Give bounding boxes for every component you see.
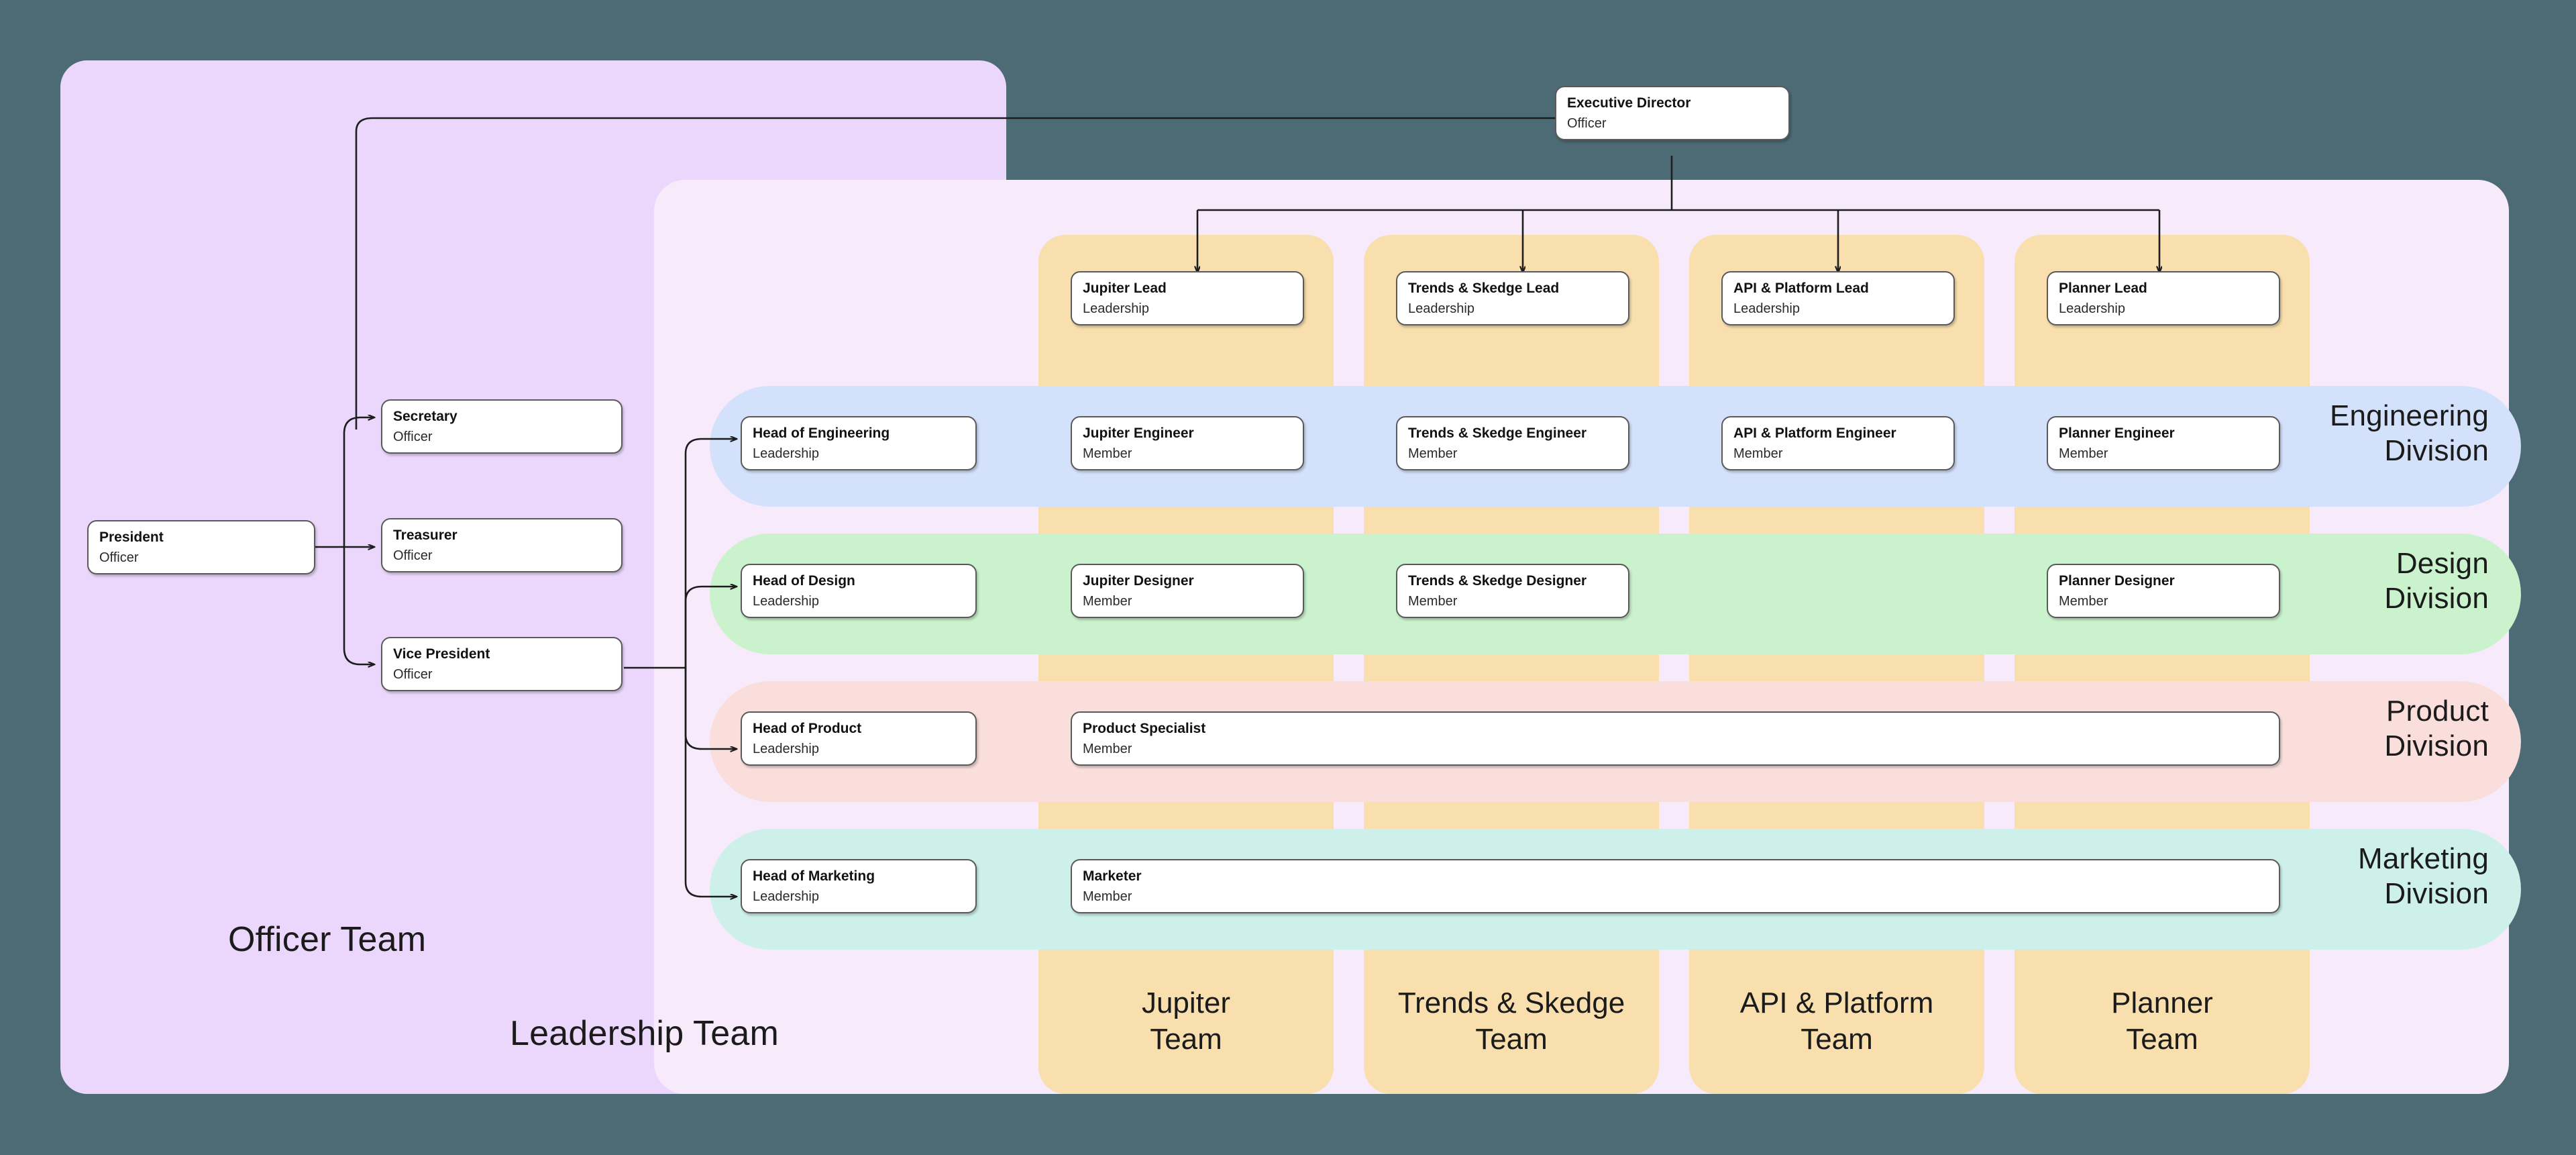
node-role: Leadership (1408, 301, 1474, 316)
node-role: Leadership (753, 741, 819, 756)
node-title: Planner Engineer (2059, 425, 2175, 441)
division-label-line2: Division (2384, 434, 2489, 467)
node-title: Product Specialist (1083, 721, 1206, 736)
node-jupiter-lead[interactable]: Jupiter Lead Leadership (1071, 271, 1304, 325)
team-column-planner (2015, 235, 2310, 1094)
node-role: Member (1083, 446, 1132, 461)
node-role: Officer (1567, 115, 1607, 131)
division-label-line2: Division (2384, 876, 2489, 910)
node-trends-skedge-engineer[interactable]: Trends & Skedge Engineer Member (1396, 416, 1629, 470)
division-label-line1: Design (2396, 547, 2489, 580)
team-label-api-platform: API & Platform Team (1689, 985, 1984, 1057)
team-label-line1: API & Platform (1739, 987, 1934, 1019)
node-title: Head of Engineering (753, 425, 890, 441)
team-label-line2: Team (1150, 1022, 1222, 1056)
leadership-team-label: Leadership Team (510, 1014, 779, 1053)
node-head-of-marketing[interactable]: Head of Marketing Leadership (741, 859, 977, 913)
team-label-jupiter: Jupiter Team (1038, 985, 1334, 1057)
node-title: President (99, 530, 164, 545)
node-title: Marketer (1083, 868, 1142, 884)
team-label-line2: Team (1801, 1022, 1873, 1056)
node-title: Head of Product (753, 721, 862, 736)
node-title: API & Platform Engineer (1733, 425, 1896, 441)
node-role: Leadership (753, 889, 819, 904)
node-title: Head of Design (753, 573, 855, 589)
node-title: Trends & Skedge Lead (1408, 281, 1560, 296)
node-role: Leadership (753, 593, 819, 609)
node-title: Secretary (393, 409, 458, 424)
node-title: Executive Director (1567, 95, 1691, 111)
node-head-of-product[interactable]: Head of Product Leadership (741, 711, 977, 766)
division-label-line1: Marketing (2358, 842, 2489, 875)
node-title: Trends & Skedge Designer (1408, 573, 1587, 589)
node-api-platform-lead[interactable]: API & Platform Lead Leadership (1721, 271, 1955, 325)
node-trends-skedge-designer[interactable]: Trends & Skedge Designer Member (1396, 564, 1629, 618)
node-jupiter-engineer[interactable]: Jupiter Engineer Member (1071, 416, 1304, 470)
team-label-line2: Team (2126, 1022, 2198, 1056)
team-label-planner: Planner Team (2015, 985, 2310, 1057)
node-planner-lead[interactable]: Planner Lead Leadership (2047, 271, 2280, 325)
node-role: Officer (393, 429, 433, 444)
team-label-line1: Planner (2111, 987, 2213, 1019)
team-label-line2: Team (1475, 1022, 1548, 1056)
team-label-line1: Trends & Skedge (1397, 987, 1625, 1019)
node-marketer[interactable]: Marketer Member (1071, 859, 2280, 913)
node-role: Member (2059, 593, 2108, 609)
node-jupiter-designer[interactable]: Jupiter Designer Member (1071, 564, 1304, 618)
node-role: Member (1083, 741, 1132, 756)
node-product-specialist[interactable]: Product Specialist Member (1071, 711, 2280, 766)
node-role: Officer (393, 666, 433, 682)
node-role: Member (1083, 889, 1132, 904)
node-title: Jupiter Engineer (1083, 425, 1194, 441)
node-planner-engineer[interactable]: Planner Engineer Member (2047, 416, 2280, 470)
node-executive-director[interactable]: Executive Director Officer (1555, 86, 1790, 140)
team-label-line1: Jupiter (1141, 987, 1231, 1019)
node-api-platform-engineer[interactable]: API & Platform Engineer Member (1721, 416, 1955, 470)
node-title: Planner Designer (2059, 573, 2175, 589)
node-role: Member (1083, 593, 1132, 609)
division-label-design: Design Division (2133, 546, 2489, 616)
node-title: Trends & Skedge Engineer (1408, 425, 1587, 441)
officer-team-label: Officer Team (228, 920, 427, 959)
node-head-of-engineering[interactable]: Head of Engineering Leadership (741, 416, 977, 470)
node-title: Treasurer (393, 528, 458, 543)
node-role: Member (1408, 446, 1458, 461)
node-role: Officer (99, 550, 139, 565)
team-column-api-platform (1689, 235, 1984, 1094)
node-role: Member (1408, 593, 1458, 609)
node-role: Leadership (753, 446, 819, 461)
node-secretary[interactable]: Secretary Officer (381, 399, 623, 454)
node-role: Leadership (2059, 301, 2125, 316)
node-title: Planner Lead (2059, 281, 2147, 296)
division-label-line1: Engineering (2329, 399, 2489, 432)
division-label-line2: Division (2384, 729, 2489, 762)
node-head-of-design[interactable]: Head of Design Leadership (741, 564, 977, 618)
node-trends-skedge-lead[interactable]: Trends & Skedge Lead Leadership (1396, 271, 1629, 325)
division-label-product: Product Division (2133, 694, 2489, 764)
team-label-trends-skedge: Trends & Skedge Team (1364, 985, 1659, 1057)
node-role: Leadership (1083, 301, 1149, 316)
node-title: Jupiter Designer (1083, 573, 1194, 589)
division-label-marketing: Marketing Division (2133, 842, 2489, 911)
node-title: Jupiter Lead (1083, 281, 1167, 296)
division-label-engineering: Engineering Division (2133, 399, 2489, 468)
node-vice-president[interactable]: Vice President Officer (381, 637, 623, 691)
node-title: Head of Marketing (753, 868, 875, 884)
division-label-line2: Division (2384, 581, 2489, 615)
node-role: Member (2059, 446, 2108, 461)
node-treasurer[interactable]: Treasurer Officer (381, 518, 623, 572)
team-column-trends-skedge (1364, 235, 1659, 1094)
node-role: Member (1733, 446, 1783, 461)
node-president[interactable]: President Officer (87, 520, 315, 574)
node-title: API & Platform Lead (1733, 281, 1869, 296)
node-role: Officer (393, 548, 433, 563)
team-column-jupiter (1038, 235, 1334, 1094)
node-planner-designer[interactable]: Planner Designer Member (2047, 564, 2280, 618)
division-label-line1: Product (2385, 695, 2489, 727)
node-role: Leadership (1733, 301, 1800, 316)
node-title: Vice President (393, 646, 490, 662)
